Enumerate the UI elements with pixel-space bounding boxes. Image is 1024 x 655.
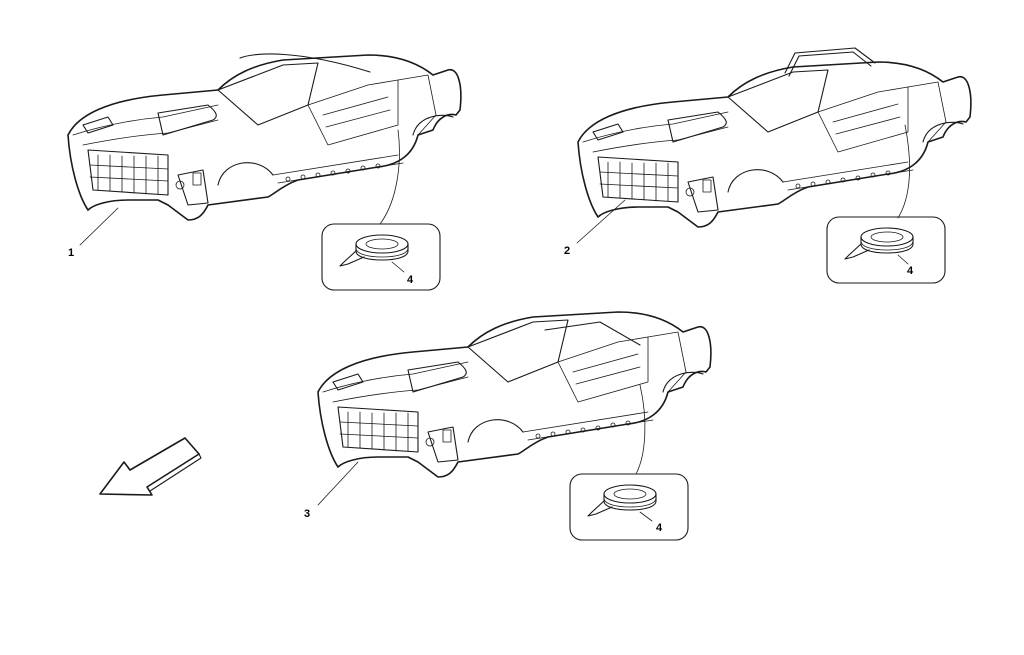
tape-inset-1: 4 [321, 223, 441, 291]
arrow-front-left-icon [99, 437, 202, 496]
leader-line-tape-1 [379, 129, 400, 225]
body-shell-spider [317, 311, 712, 478]
leader-line-3 [317, 461, 359, 506]
callout-2: 2 [564, 245, 570, 257]
callout-3: 3 [304, 508, 310, 520]
leader-line-tape-2 [897, 124, 910, 219]
leader-line-tape-3 [635, 384, 646, 475]
tape-callout-2: 4 [907, 265, 914, 277]
leader-line-2 [576, 199, 626, 244]
rear-deck-line [544, 321, 641, 346]
callout-1: 1 [68, 247, 74, 259]
tape-inset-3: 4 [569, 473, 689, 541]
leader-line-1 [79, 207, 119, 246]
tape-callout-1: 4 [407, 274, 414, 286]
tape-callout-3: 4 [656, 522, 663, 534]
body-shell-targa [577, 47, 972, 228]
body-shell-coupe [67, 53, 462, 221]
roof-line [239, 53, 371, 73]
tape-inset-2: 4 [826, 216, 946, 284]
